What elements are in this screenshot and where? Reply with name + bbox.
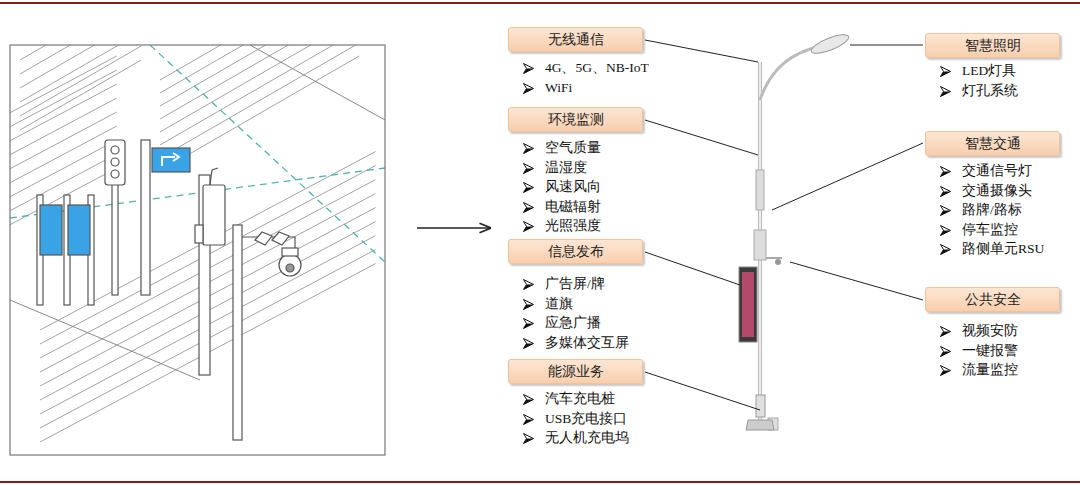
feature-item: 交通信号灯 xyxy=(925,161,1060,181)
bullet-arrow xyxy=(523,414,534,425)
bullet-arrow xyxy=(523,318,534,329)
category-group: 环境监测空气质量温湿度风速风向电磁辐射光照强度 xyxy=(508,107,643,236)
feature-item: 流量监控 xyxy=(925,360,1060,380)
arrow xyxy=(417,227,490,228)
street-sketch xyxy=(10,45,385,442)
category-box: 智慧交通 xyxy=(925,131,1060,156)
category-group: 智慧照明 LED灯具灯孔系统 xyxy=(925,33,1060,100)
bullet-arrow xyxy=(940,86,951,97)
feature-item: 光照强度 xyxy=(508,216,643,236)
feature-item: 视频安防 xyxy=(925,321,1060,341)
feature-item: 应急广播 xyxy=(508,313,643,333)
poles xyxy=(37,140,301,440)
feature-item: 灯孔系统 xyxy=(925,81,1060,101)
bottom-rule xyxy=(0,481,1080,483)
top-rule xyxy=(0,2,1080,4)
illustration-frame xyxy=(10,45,385,455)
bullet-arrow xyxy=(523,202,534,213)
bullet-arrow xyxy=(940,225,951,236)
feature-item: 停车监控 xyxy=(925,220,1060,240)
category-group: 公共安全视频安防一键报警流量监控 xyxy=(925,287,1060,380)
feature-item: 电磁辐射 xyxy=(508,197,643,217)
bullet-arrow xyxy=(523,163,534,174)
bullet-arrow xyxy=(523,221,534,232)
bullet-arrow xyxy=(940,205,951,216)
category-box: 信息发布 xyxy=(508,239,643,264)
feature-item: 4G、5G、NB-IoT xyxy=(508,58,649,78)
feature-item: 温湿度 xyxy=(508,158,643,178)
bullet-arrow xyxy=(523,279,534,290)
bullet-arrow xyxy=(523,394,534,405)
bullet-arrow xyxy=(940,244,951,255)
feature-item: 多媒体交互屏 xyxy=(508,333,643,353)
feature-item: 汽车充电桩 xyxy=(508,389,643,409)
bullet-arrow xyxy=(523,433,534,444)
feature-item: USB充电接口 xyxy=(508,409,643,429)
category-group: 智慧交通交通信号灯交通摄像头路牌/路标停车监控路侧单元RSU xyxy=(925,131,1060,259)
bullet-arrow xyxy=(940,326,951,337)
feature-item: 路侧单元RSU xyxy=(925,239,1060,259)
feature-item: 路牌/路标 xyxy=(925,200,1060,220)
leader-lines xyxy=(645,40,923,410)
bullet-arrow xyxy=(940,166,951,177)
feature-item: 无人机充电坞 xyxy=(508,428,643,448)
feature-item: 广告屏/牌 xyxy=(508,274,643,294)
bullet-arrow xyxy=(523,143,534,154)
category-group: 能源业务汽车充电桩USB充电接口无人机充电坞 xyxy=(508,359,643,448)
bullet-arrow xyxy=(523,63,534,74)
feature-item: LED灯具 xyxy=(925,61,1060,81)
bullet-arrow xyxy=(940,365,951,376)
bullet-arrow xyxy=(523,338,534,349)
bullet-arrow xyxy=(940,346,951,357)
category-group: 信息发布广告屏/牌道旗应急广播多媒体交互屏 xyxy=(508,239,643,352)
feature-item: 一键报警 xyxy=(925,341,1060,361)
feature-item: WiFi xyxy=(508,78,649,98)
feature-item: 道旗 xyxy=(508,294,643,314)
bullet-arrow xyxy=(523,83,534,94)
category-box: 智慧照明 xyxy=(925,33,1060,58)
category-box: 能源业务 xyxy=(508,359,643,384)
bullet-arrow xyxy=(523,299,534,310)
feature-item: 交通摄像头 xyxy=(925,181,1060,201)
feature-item: 风速风向 xyxy=(508,177,643,197)
category-group: 无线通信 4G、5G、NB-IoTWiFi xyxy=(508,27,649,97)
category-box: 公共安全 xyxy=(925,287,1060,312)
category-box: 环境监测 xyxy=(508,107,643,132)
bullet-arrow xyxy=(523,182,534,193)
feature-item: 空气质量 xyxy=(508,138,643,158)
category-box: 无线通信 xyxy=(508,27,643,52)
smart-pole xyxy=(739,31,851,430)
bullet-arrow xyxy=(940,66,951,77)
bullet-arrow xyxy=(940,186,951,197)
